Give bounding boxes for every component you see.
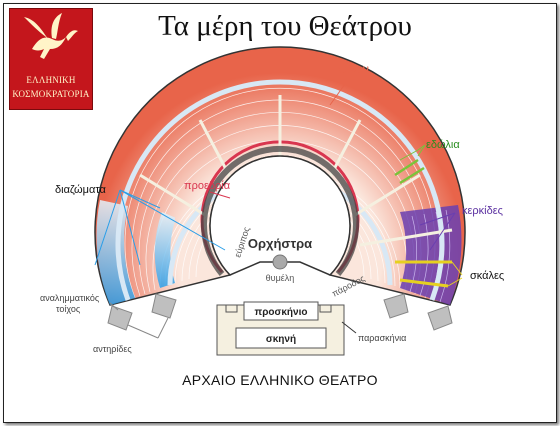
stairs-highlight <box>395 260 452 288</box>
euripos <box>201 145 359 276</box>
label-kerkides: κερκίδες <box>462 205 503 217</box>
orchestra <box>209 155 351 276</box>
logo: ΕΛΛΗΝΙΚΗ ΚΟΣΜΟΚΡΑΤΟΡΙΑ <box>9 8 93 110</box>
label-analimmatikos: αναλημματικός <box>40 293 100 303</box>
page-title: Τα μέρη του Θεάτρου <box>158 10 412 42</box>
thymeli-altar <box>272 254 288 270</box>
label-toichos: τοίχος <box>56 304 81 314</box>
label-skini: σκηνή <box>266 334 296 345</box>
label-thymeli: θυμέλη <box>266 273 295 283</box>
label-proedria: προεδρία <box>184 180 231 192</box>
label-diazomata: διαζώματα <box>55 184 107 196</box>
label-edolia: εδώλια <box>426 139 460 151</box>
pegasus-icon <box>24 13 78 59</box>
label-paraskinia: παρασκήνια <box>358 333 406 343</box>
label-koilon: κοίλον <box>335 62 369 76</box>
proskinio-box <box>243 301 319 321</box>
footer-caption: ΑΡΧΑΙΟ ΕΛΛΗΝΙΚΟ ΘΕΑΤΡΟ <box>182 372 378 388</box>
logo-line2: ΚΟΣΜΟΚΡΑΤΟΡΙΑ <box>12 89 90 99</box>
diazoma-upper <box>115 79 445 301</box>
leader-lines <box>94 76 463 339</box>
label-skales: σκάλες <box>470 270 504 282</box>
edolia-highlight <box>394 158 425 185</box>
kerkides-fill <box>400 205 462 305</box>
label-proskinio: προσκήνιο <box>255 307 308 318</box>
antirides <box>107 293 453 331</box>
skini-box <box>235 327 327 349</box>
logo-line1: ΕΛΛΗΝΙΚΗ <box>26 75 76 85</box>
label-orchestra: Ορχήστρα <box>248 236 312 251</box>
proskinio-front <box>225 305 332 313</box>
label-antirides: αντηρίδες <box>93 344 132 354</box>
